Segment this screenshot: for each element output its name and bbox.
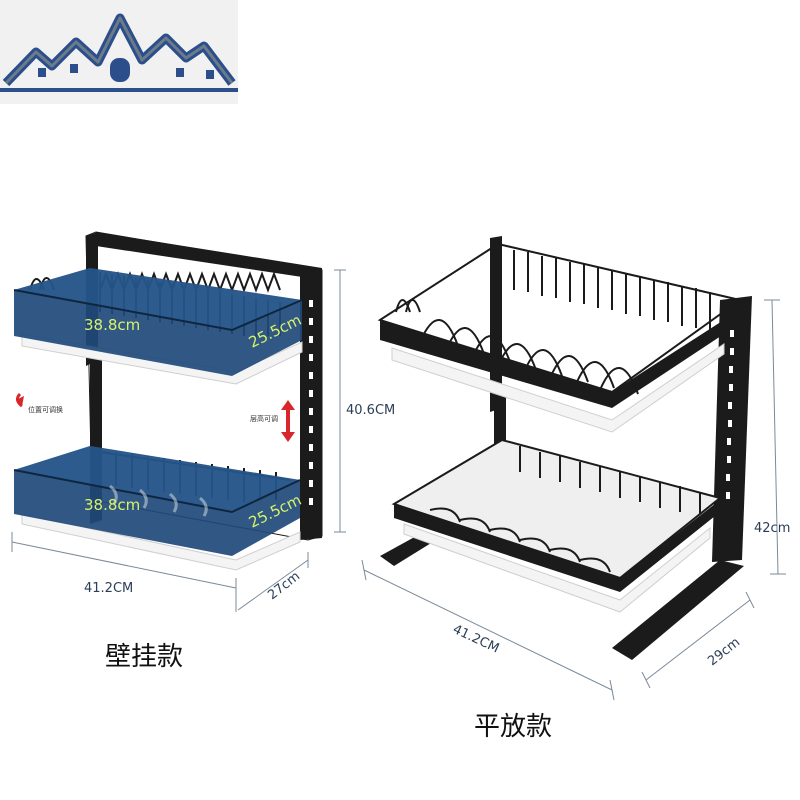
up-down-arrow-icon — [281, 400, 295, 442]
wall-mount-caption: 壁挂款 — [105, 642, 184, 672]
stand-dimension-lines — [361, 299, 786, 701]
height-note: 层高可调 — [250, 414, 278, 423]
wall-dimension-lines — [11, 269, 346, 612]
wall-width-label: 41.2CM — [84, 581, 133, 596]
freestanding-rack — [377, 236, 752, 660]
house-roof-icon — [2, 13, 236, 87]
wall-height-label: 40.6CM — [346, 403, 395, 418]
wall-depth-label: 27cm — [265, 569, 303, 603]
logo-baseline — [0, 88, 238, 92]
freestanding-caption: 平放款 — [474, 712, 553, 742]
stand-depth-label: 29cm — [705, 635, 743, 669]
wall-mount-rack — [13, 231, 323, 571]
swap-arrow-icon — [15, 392, 24, 408]
upper-length-label: 38.8cm — [84, 316, 140, 334]
brand-logo — [0, 0, 238, 104]
stand-height-label: 42cm — [754, 521, 790, 536]
lower-length-label: 38.8cm — [84, 496, 140, 514]
stand-width-label: 41.2CM — [450, 622, 501, 656]
window-icon — [38, 58, 214, 82]
position-note: 位置可调换 — [28, 405, 63, 414]
